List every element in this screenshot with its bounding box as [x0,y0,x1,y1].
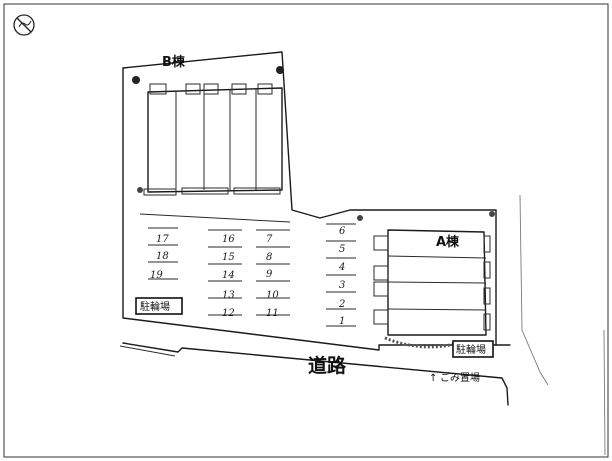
garbage-area: ↑ ごみ置場 [429,371,480,384]
building-b [132,66,284,196]
bicycle-parking-right: 駐輪場 [452,340,494,358]
parking-space-15: 15 [222,252,235,263]
parking-space-8: 8 [266,252,272,263]
bicycle-parking-left: 駐輪場 [135,297,183,315]
building-a [357,211,495,349]
parking-space-17: 17 [156,234,169,245]
drawing-frame [3,3,609,458]
parking-space-12: 12 [222,308,235,319]
parking-space-4: 4 [338,262,345,273]
parking-space-18: 18 [156,251,169,262]
parking-space-11: 11 [266,308,279,319]
site-boundary [122,51,606,456]
building-a-label: A棟 [436,234,460,250]
parking-space-16: 16 [222,234,235,245]
parking-area [139,213,356,327]
parking-space-labels: 1 2 3 4 5 6 7 8 9 10 11 12 13 14 15 16 1… [150,226,346,327]
up-arrow-icon: ↑ [429,373,437,384]
no-entry-icon [13,14,35,36]
road [119,342,509,406]
parking-space-6: 6 [339,226,346,237]
parking-space-19: 19 [150,270,163,281]
parking-space-13: 13 [222,290,235,301]
road-label: 道路 [308,354,347,377]
parking-space-10: 10 [266,290,279,301]
bicycle-parking-left-label: 駐輪場 [140,300,170,313]
garbage-area-label: ごみ置場 [440,371,480,384]
bicycle-parking-right-label: 駐輪場 [456,343,486,356]
parking-space-1: 1 [339,316,345,327]
parking-space-5: 5 [339,244,345,255]
parking-space-14: 14 [222,270,235,281]
parking-space-3: 3 [339,280,345,291]
parking-space-7: 7 [266,234,273,245]
parking-space-9: 9 [266,269,273,280]
building-b-label: B棟 [162,54,186,70]
parking-space-2: 2 [338,299,345,310]
